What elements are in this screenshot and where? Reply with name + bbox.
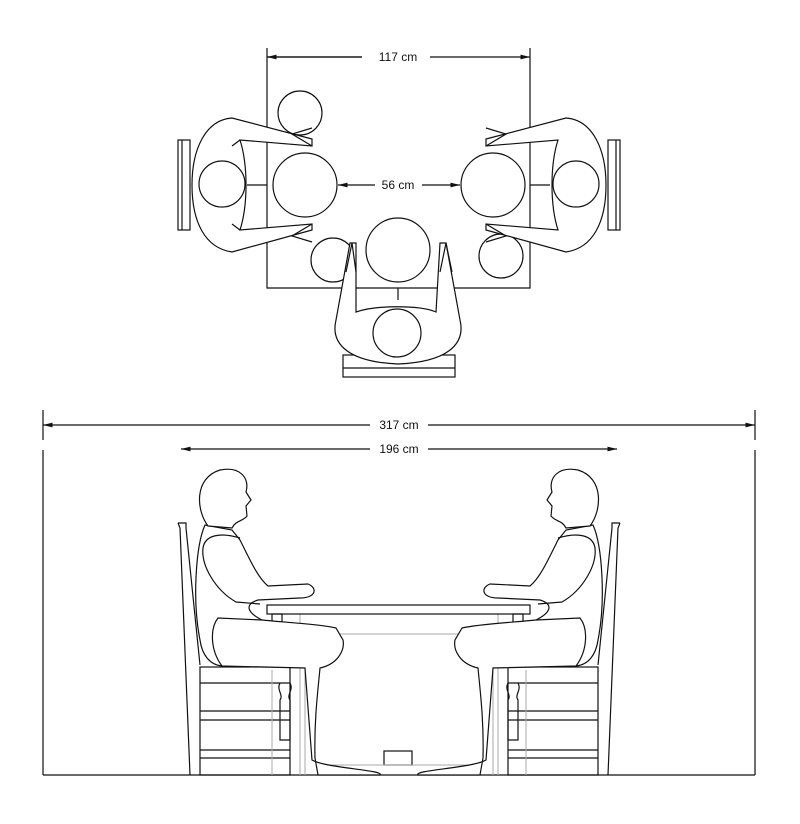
head-plan: [372, 308, 422, 358]
dimension-label-117: 117 cm: [379, 50, 417, 64]
dimension-317: 317 cm: [42, 410, 756, 440]
diner-plan-right: [485, 117, 621, 253]
elevation-view: 317 cm 196 cm: [42, 410, 756, 776]
dimension-label-196: 196 cm: [379, 442, 418, 456]
pedestal-foot: [383, 750, 413, 766]
side-plate: [478, 233, 524, 279]
table-top-plan: [266, 48, 531, 289]
plan-view: 117 cm 56 cm: [177, 48, 621, 378]
chair-back-plan: [177, 139, 191, 231]
dinner-plate: [365, 217, 431, 283]
table-top: [266, 604, 531, 615]
dimension-label-317: 317 cm: [379, 418, 418, 432]
diner-elevation-left: [177, 468, 381, 776]
dimension-117: 117 cm: [267, 50, 530, 64]
head-plan: [198, 160, 246, 208]
dinner-plate: [460, 152, 526, 218]
diner-plan-left: [177, 117, 313, 253]
diner-elevation-right: [417, 468, 621, 776]
side-plate: [277, 90, 323, 136]
dimension-196: 196 cm: [181, 442, 617, 456]
dimension-label-56: 56 cm: [382, 178, 415, 192]
dinner-plate: [272, 152, 338, 218]
diner-plan-bottom: [334, 242, 462, 378]
dimension-56: 56 cm: [338, 178, 460, 192]
